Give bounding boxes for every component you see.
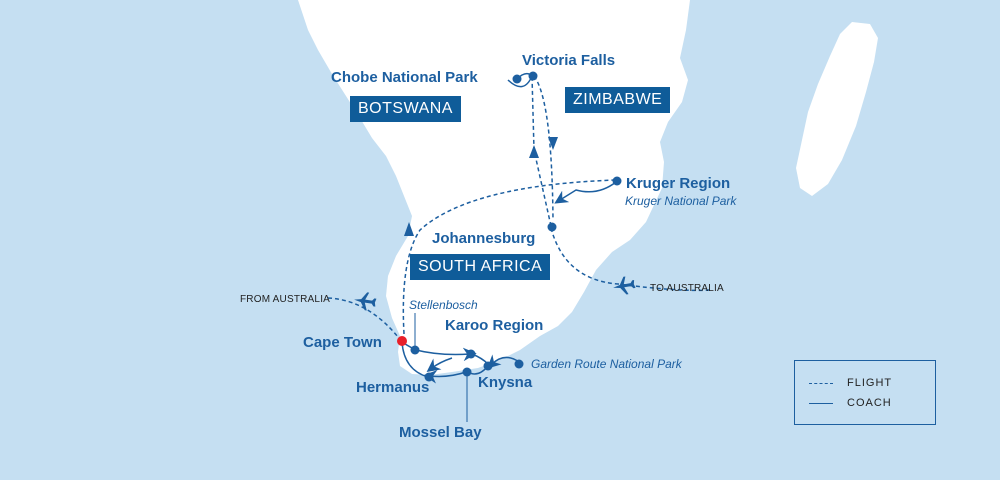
leader-lines: [414, 313, 468, 422]
dot-hermanus: [424, 372, 434, 382]
flight-arrowheads: [404, 137, 558, 236]
dot-knysna: [483, 361, 493, 371]
plane-icon: [613, 276, 636, 295]
arrowhead-icon: [548, 137, 558, 150]
label-cape-town: Cape Town: [303, 334, 382, 351]
arrowhead-icon: [529, 145, 539, 158]
flight-johannesburg-australia: [550, 227, 711, 292]
legend-row-coach: COACH: [809, 396, 892, 410]
label-victoria-falls: Victoria Falls: [522, 52, 616, 69]
dot-stellenbosch: [410, 345, 420, 355]
arrowhead-icon: [404, 222, 414, 236]
coach-stellenbosch-karoo: [415, 347, 477, 362]
label-knysna: Knysna: [478, 374, 533, 391]
legend-coach-swatch: [809, 402, 833, 404]
coach-kruger-johannesburg: [554, 181, 617, 204]
label-kruger-region: Kruger Region: [626, 175, 731, 192]
dot-garden-route: [514, 359, 524, 369]
legend-flight-swatch: [809, 382, 833, 384]
dot-victoria-falls: [528, 71, 538, 81]
madagascar-landmass: [796, 22, 878, 196]
label-to-australia: TO AUSTRALIA: [650, 283, 724, 294]
plane-icon: [354, 292, 377, 311]
dot-mossel-bay: [462, 367, 472, 377]
label-garden-route: Garden Route National Park: [531, 357, 682, 371]
flight-capetown-kruger: [402, 179, 617, 335]
label-stellenbosch: Stellenbosch: [409, 298, 478, 312]
label-johannesburg: Johannesburg: [432, 230, 536, 247]
label-karoo: Karoo Region: [445, 317, 544, 334]
legend: FLIGHT COACH: [794, 360, 936, 425]
flight-from-australia: [327, 297, 403, 343]
dot-kruger: [612, 176, 622, 186]
label-from-australia: FROM AUSTRALIA: [240, 294, 331, 305]
start-point-icon: [397, 336, 407, 346]
country-label-south-africa: SOUTH AFRICA: [410, 254, 551, 280]
coach-hermanus-arrow: [426, 357, 453, 373]
legend-flight-label: FLIGHT: [847, 377, 893, 389]
dot-karoo: [466, 349, 476, 359]
label-chobe: Chobe National Park: [331, 69, 478, 86]
legend-coach-label: COACH: [847, 397, 892, 409]
label-hermanus: Hermanus: [356, 379, 430, 396]
flight-victoria-johannesburg: [533, 75, 554, 221]
location-dots: [410, 71, 622, 382]
label-kruger-national-park: Kruger National Park: [625, 194, 737, 208]
country-label-zimbabwe: ZIMBABWE: [565, 87, 671, 113]
dot-johannesburg: [547, 222, 557, 232]
legend-row-flight: FLIGHT: [809, 376, 892, 390]
label-mossel-bay: Mossel Bay: [399, 424, 482, 441]
dot-chobe: [512, 74, 522, 84]
country-label-botswana: BOTSWANA: [350, 96, 461, 122]
